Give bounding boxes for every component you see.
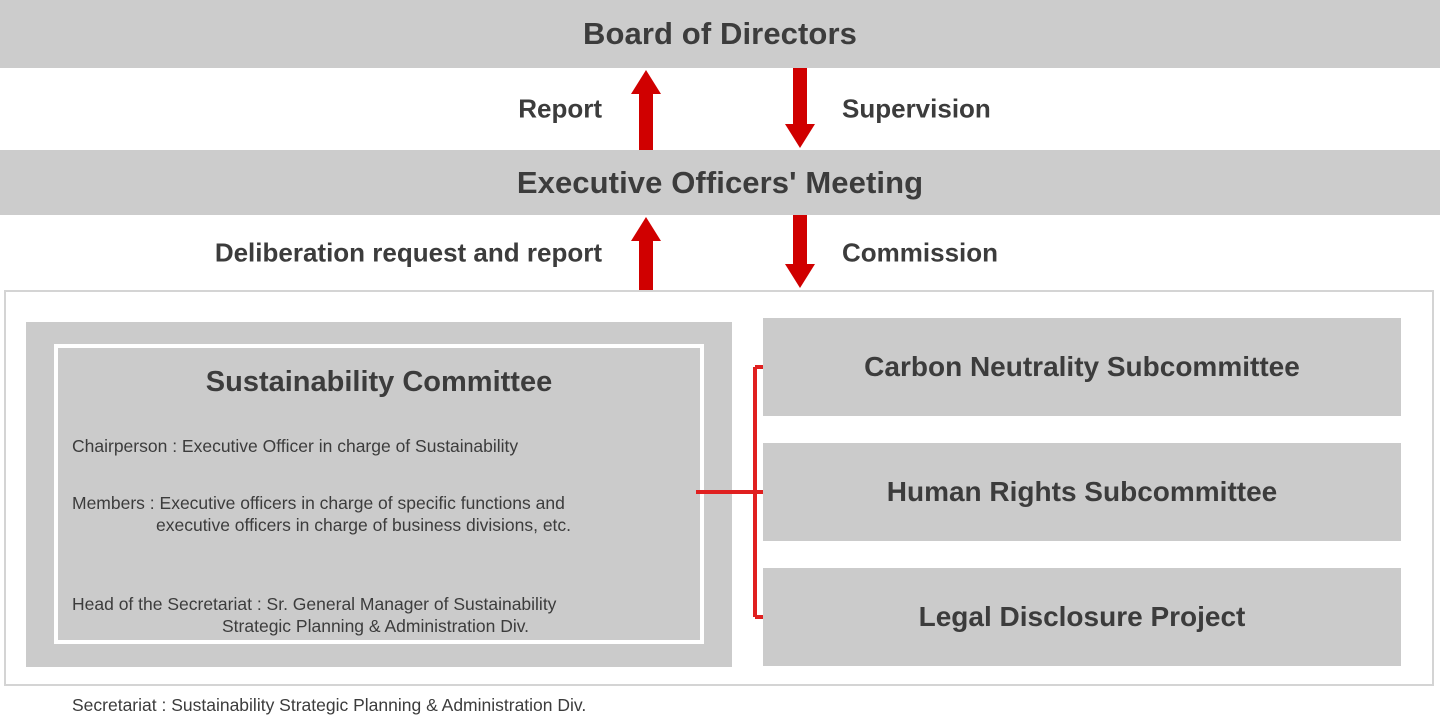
sustainability-committee-box: Sustainability Committee Chairperson : E… [54,344,704,715]
flow-label-deliberation-request: Deliberation request and report [214,237,602,267]
committee-detail-chairperson: Chairperson : Executive Officer in charg… [72,413,686,457]
arrow-down-icon [784,215,816,290]
subcommittee-human-rights-label: Human Rights Subcommittee [886,476,1278,507]
subcommittee-carbon-neutrality-label: Carbon Neutrality Subcommittee [864,351,1300,382]
committee-detail-secretariat-line1: Secretariat : Sustainability Strategic P… [72,695,587,715]
subcommittee-carbon-neutrality[interactable]: Carbon Neutrality Subcommittee [763,318,1401,416]
arrow-up-icon [630,68,662,150]
committee-detail-list: Chairperson : Executive Officer in charg… [58,413,700,716]
executive-officers-meeting-band: Executive Officers' Meeting [0,150,1440,215]
committee-detail-members: Members : Executive officers in charge o… [72,470,686,558]
subcommittee-human-rights[interactable]: Human Rights Subcommittee [763,443,1401,541]
flow-label-supervision: Supervision [842,93,991,124]
flow-row-exec-committee: Deliberation request and report Commissi… [0,215,1440,290]
committee-detail-head-secretariat-line1: Head of the Secretariat : Sr. General Ma… [72,594,557,614]
sustainability-committee-panel: Sustainability Committee Chairperson : E… [26,322,732,715]
committee-detail-secretariat: Secretariat : Sustainability Strategic P… [72,672,686,716]
committee-detail-chairperson-line1: Chairperson : Executive Officer in charg… [72,436,519,456]
subcommittee-legal-disclosure[interactable]: Legal Disclosure Project [763,568,1401,666]
flow-label-report: Report [518,93,602,124]
committee-detail-head-secretariat-line2: Strategic Planning & Administration Div. [222,616,530,636]
sustainability-committee-title: Sustainability Committee [205,366,553,398]
arrow-down-icon [784,68,816,150]
subcommittee-legal-disclosure-label: Legal Disclosure Project [918,601,1246,632]
executive-officers-meeting-title: Executive Officers' Meeting [516,164,924,200]
flow-label-commission: Commission [842,237,999,267]
committee-detail-members-line1: Members : Executive officers in charge o… [72,493,565,513]
arrow-up-icon [630,215,662,290]
sustainability-structure-container: Sustainability Committee Chairperson : E… [4,290,1434,715]
board-of-directors-title: Board of Directors [583,16,857,51]
committee-detail-head-secretariat: Head of the Secretariat : Sr. General Ma… [72,571,686,659]
committee-detail-members-line2: executive officers in charge of business… [156,515,572,535]
flow-row-board-exec: Report Supervision [0,68,1440,150]
board-of-directors-band: Board of Directors [0,0,1440,68]
